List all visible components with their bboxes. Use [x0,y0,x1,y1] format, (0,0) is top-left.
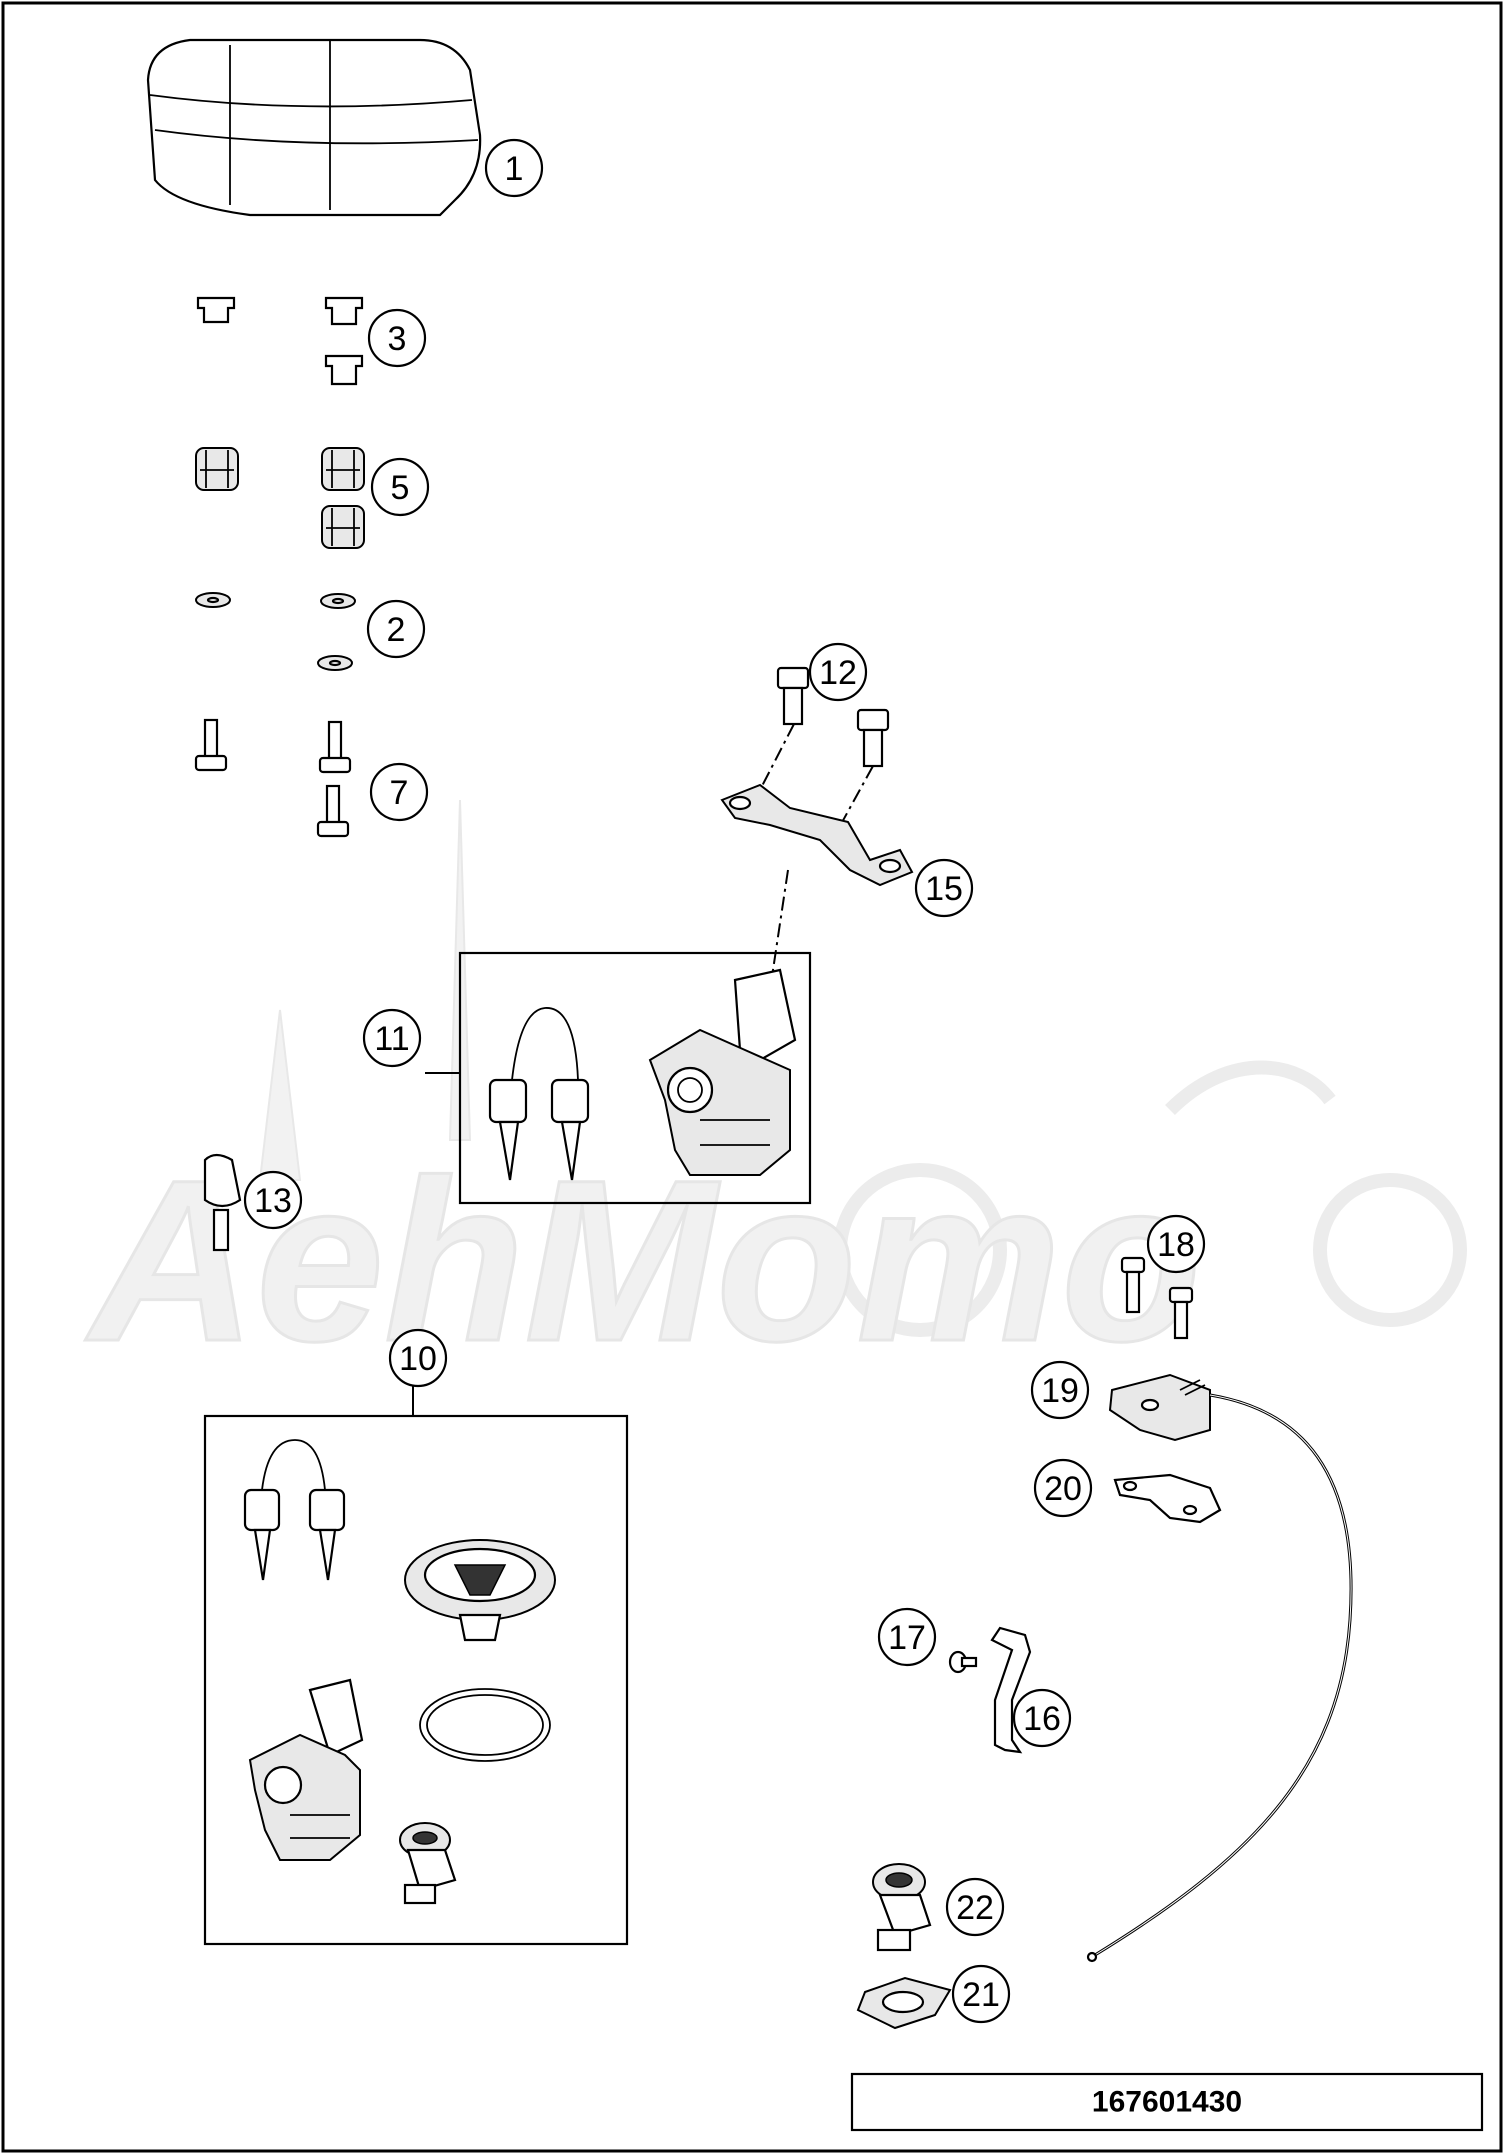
part-1-seat-pad [146,38,482,217]
callout-19: 19 [1030,1360,1090,1420]
callout-label: 15 [925,870,963,908]
callout-22: 22 [945,1877,1005,1937]
callout-label: 12 [819,654,857,692]
callout-17: 17 [877,1607,937,1667]
part-number-box: 167601430 [850,2072,1484,2132]
callout-11: 11 [362,1008,422,1068]
callout-circle [367,308,427,368]
callout-10: 10 [388,1328,448,1388]
callout-label: 7 [390,774,409,812]
callout-circle [484,138,544,198]
callout-circle [951,1964,1011,2024]
callout-20: 20 [1033,1458,1093,1518]
callout-label: 11 [374,1020,409,1058]
part-21-seal [856,1976,952,2030]
callout-circle [1030,1360,1090,1420]
callout-circle [1146,1214,1206,1274]
callout-label: 2 [387,611,406,649]
callout-circle [362,1008,422,1068]
callout-18: 18 [1146,1214,1206,1274]
callout-12: 12 [808,642,868,702]
watermark-text: AehMomo [85,1132,1202,1389]
callout-label: 21 [962,1976,1000,2014]
watermark: AehMomo [84,799,1467,1391]
callout-label: 3 [388,320,407,358]
part-number: 167601430 [1092,2086,1242,2119]
callout-circle [243,1170,303,1230]
callout-circle [808,642,868,702]
callout-label: 22 [956,1889,994,1927]
callout-label: 1 [505,150,524,188]
callout-label: 16 [1023,1700,1061,1738]
callout-circle [914,858,974,918]
part-15-bracket [720,783,914,887]
callout-label: 5 [391,469,410,507]
part-3-grommets [196,296,364,386]
callout-label: 17 [888,1619,926,1657]
callout-21: 21 [951,1964,1011,2024]
part-11-ignition-lock-set [425,869,812,1205]
callout-16: 16 [1012,1688,1072,1748]
part-5-bushings [195,447,365,549]
callout-5: 5 [370,457,430,517]
callout-circle [1033,1458,1093,1518]
callout-label: 19 [1041,1372,1079,1410]
part-18-screws [1120,1256,1194,1340]
callout-label: 13 [254,1182,292,1220]
part-20-plate [1113,1473,1222,1524]
callout-circle [945,1877,1005,1937]
callout-13: 13 [243,1170,303,1230]
callout-circle [369,762,429,822]
part-22-lock-cylinder [872,1863,932,1952]
part-13-key [203,1153,242,1252]
part-2-washers [195,592,356,671]
callout-circle [366,599,426,659]
callout-label: 18 [1157,1226,1195,1264]
part-10-lock-set [203,1378,629,1946]
callout-2: 2 [366,599,426,659]
callout-circle [1012,1688,1072,1748]
callout-circle [877,1607,937,1667]
callout-7: 7 [369,762,429,822]
callout-15: 15 [914,858,974,918]
callout-3: 3 [367,308,427,368]
part-17-rivet [948,1650,978,1674]
callout-label: 10 [399,1340,437,1378]
callout-circle [388,1328,448,1388]
callout-label: 20 [1044,1470,1082,1508]
part-19-release-cable [1086,1373,1353,1963]
callout-circle [370,457,430,517]
callout-1: 1 [484,138,544,198]
part-7-screws [194,718,352,838]
part-16-clip [990,1626,1032,1754]
